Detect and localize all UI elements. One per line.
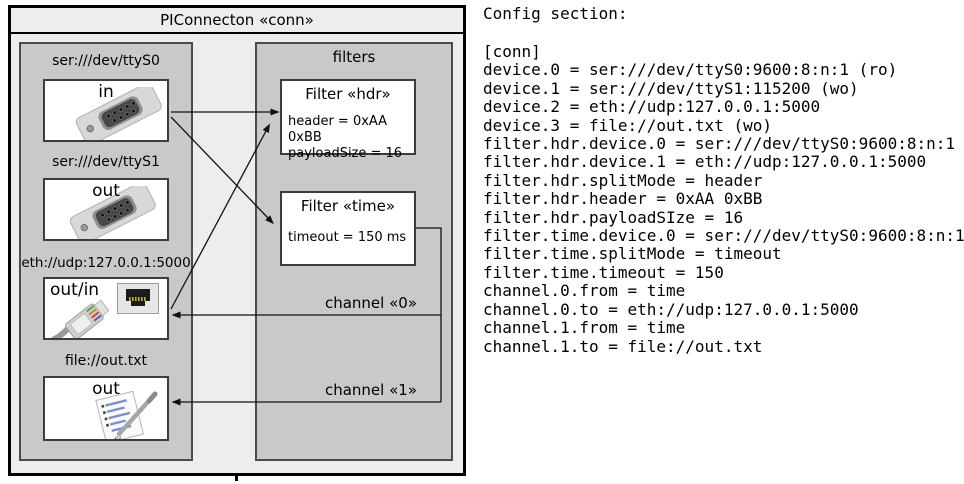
device-direction: out [92,181,120,201]
channel-0-label: channel «0» [324,294,417,312]
device-box-ttys1: out [43,178,169,241]
filter-box-time: Filter «time» timeout = 150 ms [280,191,416,266]
ethernet-plug-icon [50,299,110,338]
config-line: device.1 = ser:///dev/ttyS1:115200 (wo) [483,78,859,98]
device-box-ttys0: in [43,79,169,142]
device-box-file: out [43,376,169,441]
config-line: [conn] [483,42,541,61]
config-line: filter.time.splitMode = timeout [483,244,782,264]
config-line: channel.0.to = eth://udp:127.0.0.1:5000 [483,299,859,319]
diagram-title: PIConnecton «conn» [11,8,463,34]
config-line: channel.1.to = file://out.txt [483,336,763,356]
device-label-eth: eth://udp:127.0.0.1:5000 [21,255,191,271]
config-line: filter.hdr.payloadSIze = 16 [483,207,744,227]
serial-connector-icon [75,87,162,140]
filter-prop: header = 0xAA 0xBB [288,114,388,145]
config-line: filter.hdr.splitMode = header [483,170,763,190]
config-line: device.3 = file://out.txt (wo) [483,115,772,135]
device-direction: in [98,82,114,102]
config-line: filter.hdr.device.0 = ser:///dev/ttyS0:9… [483,134,956,154]
device-label-ttys0: ser:///dev/ttyS0 [52,53,160,69]
serial-connector-icon [69,186,156,239]
channel-1-label: channel «1» [324,381,417,399]
filter-prop: payloadSize = 16 [288,146,403,161]
config-line: filter.hdr.header = 0xAA 0xBB [483,189,763,209]
config-line: filter.hdr.device.1 = eth://udp:127.0.0.… [483,152,927,172]
device-label-file: file://out.txt [64,353,148,369]
device-direction: out/in [50,280,100,300]
config-heading: Config section: [483,4,628,23]
config-line: device.2 = eth://udp:127.0.0.1:5000 [483,97,821,117]
filter-title: Filter «time» [300,197,396,215]
device-direction: out [92,379,120,399]
config-lines: [conn] device.0 = ser:///dev/ttyS0:9600:… [483,42,964,356]
device-label-ttys1: ser:///dev/ttyS1 [52,154,160,170]
device-box-eth: out/in [43,277,169,340]
config-line: filter.time.timeout = 150 [483,262,724,282]
filter-box-hdr: Filter «hdr» header = 0xAA 0xBB payloadS… [280,79,416,161]
filter-prop: timeout = 150 ms [288,230,407,245]
config-line: device.0 = ser:///dev/ttyS0:9600:8:n:1 (… [483,60,898,80]
filters-panel-title: filters [332,48,376,66]
bottom-tick-mark [235,476,238,481]
config-line: channel.0.from = time [483,281,686,301]
notepad-pen-icon [95,390,158,439]
filter-title: Filter «hdr» [305,85,391,103]
rj45-port-icon [117,283,159,314]
config-line: filter.time.device.0 = ser:///dev/ttyS0:… [483,226,964,246]
config-line: channel.1.from = time [483,318,686,338]
